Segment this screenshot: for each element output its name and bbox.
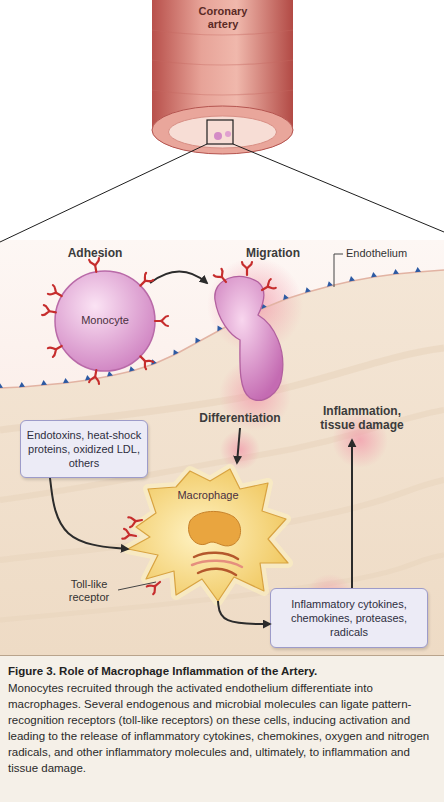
zoom-line xyxy=(0,144,207,242)
macrophage-organelle xyxy=(194,553,238,559)
caption-panel: Figure 3. Role of Macrophage Inflammatio… xyxy=(0,655,444,802)
macrophage-nucleus xyxy=(189,511,241,546)
connector-group xyxy=(50,478,270,624)
monocyte-cell: Monocyte xyxy=(52,268,158,374)
receptor-symbol xyxy=(89,369,101,384)
stimulus-box: Endotoxins, heat-shock proteins, oxidize… xyxy=(20,420,148,478)
lumen-cell xyxy=(214,132,222,140)
receptor-symbol xyxy=(155,316,168,326)
figure-title: Figure 3. Role of Macrophage Inflammatio… xyxy=(8,663,436,679)
receptor-symbol xyxy=(260,279,276,294)
cell-name: Macrophage xyxy=(158,489,258,502)
box-text: Endotoxins, heat-shock proteins, oxidize… xyxy=(24,428,144,470)
artery-body xyxy=(152,0,293,154)
structure-label: Endothelium xyxy=(346,247,438,260)
mediator-box: Inflammatory cytokines, chemokines, prot… xyxy=(270,588,428,648)
artery-ridge xyxy=(152,30,293,35)
outcome-label: Inflammation, tissue damage xyxy=(306,404,418,432)
differentiation-arrow xyxy=(237,428,240,463)
lumen-cell xyxy=(225,131,231,137)
artery-vessel: Coronary artery xyxy=(140,0,305,170)
artery-ridge xyxy=(152,60,293,65)
inset-frame xyxy=(207,120,233,144)
outcome-arrow xyxy=(351,440,353,588)
stage-label: Adhesion xyxy=(50,246,140,260)
zoom-line xyxy=(233,144,444,232)
receptor-symbol xyxy=(89,258,101,273)
receptor-symbol xyxy=(122,529,137,541)
stage-label: Migration xyxy=(228,246,318,260)
receptor-symbol xyxy=(48,342,64,357)
stage-label: Differentiation xyxy=(185,411,295,425)
receptor-symbol xyxy=(147,578,163,594)
box-text: Inflammatory cytokines, chemokines, prot… xyxy=(274,597,424,639)
cell-name: Monocyte xyxy=(52,314,158,327)
macrophage-cell: Macrophage xyxy=(118,465,293,603)
macrophage-body xyxy=(128,469,288,601)
macrophage-organelle xyxy=(192,561,242,567)
artery-lumen xyxy=(169,116,277,148)
migrating-monocyte xyxy=(215,276,283,400)
receptor-symbol xyxy=(128,515,143,527)
receptor-symbol xyxy=(214,269,230,285)
receptor-symbol xyxy=(137,273,153,289)
inflammation-glow xyxy=(220,430,260,470)
leader-line xyxy=(334,254,343,287)
macrophage-organelle xyxy=(198,569,236,575)
receptor-label: Toll-like receptor xyxy=(58,578,120,604)
artery-wall-end xyxy=(152,106,293,154)
artery-ridge xyxy=(152,90,293,95)
receptor-symbol xyxy=(48,285,64,300)
macrophage-shape xyxy=(118,465,293,603)
flow-arrow xyxy=(50,478,128,549)
vessel-lumen xyxy=(0,240,444,655)
flow-arrow xyxy=(218,601,270,624)
receptor-symbol xyxy=(42,305,57,317)
adhesion-arrow xyxy=(150,272,207,284)
receptor-symbol xyxy=(242,262,252,275)
leader-line xyxy=(118,582,156,590)
macrophage-halo xyxy=(128,469,288,601)
receptor-symbol xyxy=(137,353,153,369)
vessel-name: Coronary artery xyxy=(190,5,256,31)
figure-caption: Monocytes recruited through the activate… xyxy=(8,680,436,776)
